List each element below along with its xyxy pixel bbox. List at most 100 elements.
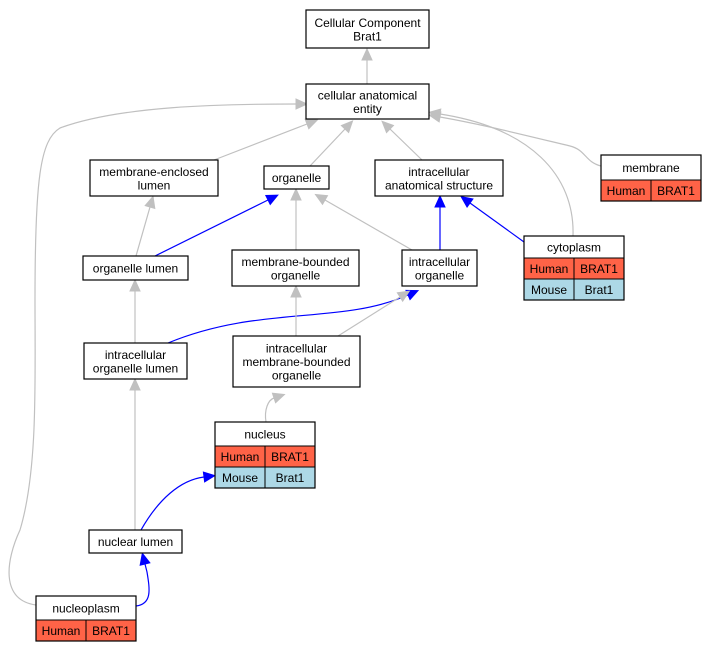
edge-cytoplasm-to-cellular-anatomical-entity: [427, 108, 574, 237]
node-outline: [263, 165, 330, 190]
edge-intracellular-organelle-lumen-to-organelle-lumen: [129, 278, 141, 343]
node-label-line: membrane-bounded: [242, 355, 350, 369]
node-label-line: organelle: [272, 171, 322, 185]
edge-line: [439, 116, 602, 167]
node-nuclear-lumen[interactable]: nuclear lumen: [88, 529, 183, 554]
edge-arrowhead: [314, 193, 329, 206]
node-label-line: organelle: [271, 268, 321, 282]
node-label-line: intracellular: [408, 165, 469, 179]
edge-line: [154, 199, 269, 257]
edge-arrowhead: [381, 120, 395, 134]
node-label-line: Brat1: [353, 29, 382, 43]
node-label-line: organelle lumen: [93, 262, 178, 276]
edge-arrowhead: [202, 471, 217, 483]
edge-arrowhead: [427, 108, 442, 120]
node-label-box: [401, 249, 478, 287]
node-outline: [89, 159, 219, 197]
node-label-line: lumen: [138, 178, 171, 192]
edge-arrowhead: [290, 284, 302, 298]
node-outline: [232, 335, 361, 388]
species-row-mouse: Mouse Brat1: [214, 466, 316, 489]
edge-arrowhead: [271, 392, 286, 404]
node-outline: [374, 159, 504, 197]
node-label-line: organelle: [272, 369, 322, 383]
edge-nucleoplasm-to-cellular-anatomical-entity: [8, 98, 309, 606]
gene-symbol: BRAT1: [92, 624, 130, 638]
edge-membrane-enclosed-lumen-to-cellular-anatomical-entity: [213, 118, 319, 161]
node-outline: [600, 154, 702, 202]
edge-nuclear-lumen-to-intracellular-organelle-lumen: [129, 377, 141, 530]
node-label-box: [83, 342, 188, 380]
node-outline: [82, 255, 189, 281]
node-outline: [401, 249, 478, 287]
edge-line: [167, 294, 409, 344]
edge-arrowhead: [460, 195, 474, 208]
edge-line: [337, 296, 401, 337]
node-label-line: cytoplasm: [547, 241, 601, 255]
node-outline: [83, 342, 188, 380]
edge-nuclear-lumen-to-nucleus: [140, 471, 217, 531]
node-label-line: entity: [353, 102, 382, 116]
node-label-line: intracellular: [266, 342, 327, 356]
species-name: Mouse: [222, 471, 258, 485]
node-label-line: organelle lumen: [93, 361, 178, 375]
node-label-box: [305, 83, 430, 120]
species-name: Human: [530, 262, 569, 276]
edge-organelle-to-cellular-anatomical-entity: [309, 120, 354, 167]
edge-arrowhead: [396, 290, 411, 303]
node-label-line: cellular anatomical: [318, 88, 417, 102]
node-organelle[interactable]: organelle: [263, 165, 330, 190]
node-label-line: nucleoplasm: [52, 602, 119, 616]
node-outline: [305, 9, 430, 49]
node-label-line: Cellular Component: [314, 16, 421, 30]
node-outline: [88, 529, 183, 554]
edge-intracellular-membrane-bounded-organelle-to-membrane-bounded-organelle: [290, 284, 302, 336]
node-outline: [35, 595, 137, 642]
edge-intracellular-organelle-to-organelle: [314, 193, 413, 251]
node-outline: [214, 421, 316, 489]
gene-symbol: Brat1: [585, 283, 614, 297]
gene-symbol: BRAT1: [657, 184, 695, 198]
gene-symbol: BRAT1: [271, 450, 309, 464]
gene-symbol: Brat1: [276, 471, 305, 485]
node-label-line: membrane-bounded: [241, 255, 349, 269]
node-label-line: nucleus: [244, 428, 285, 442]
edge-line: [324, 199, 413, 251]
species-row-human: Human BRAT1: [523, 257, 625, 280]
edge-arrowhead: [264, 194, 279, 206]
species-row-mouse: Mouse Brat1: [523, 278, 625, 301]
species-name: Human: [221, 450, 260, 464]
node-label-line: intracellular: [409, 255, 470, 269]
edge-nucleus-to-intracellular-membrane-bounded-organelle: [264, 392, 286, 423]
gene-symbol: BRAT1: [580, 262, 618, 276]
edge-arrowhead: [405, 289, 420, 301]
edges-layer: [8, 47, 602, 607]
edge-arrowhead: [340, 120, 354, 134]
node-outline: [523, 235, 625, 301]
edge-line: [439, 113, 574, 237]
node-outline: [305, 83, 430, 120]
edge-line: [135, 563, 150, 607]
node-organelle-lumen[interactable]: organelle lumen: [82, 255, 189, 281]
species-name: Human: [607, 184, 646, 198]
species-name: Mouse: [531, 283, 567, 297]
edge-arrowhead: [129, 377, 141, 391]
node-label-line: anatomical structure: [385, 178, 493, 192]
species-row-human: Human BRAT1: [214, 445, 316, 468]
edge-line: [389, 128, 423, 161]
node-label-line: intracellular: [105, 348, 166, 362]
